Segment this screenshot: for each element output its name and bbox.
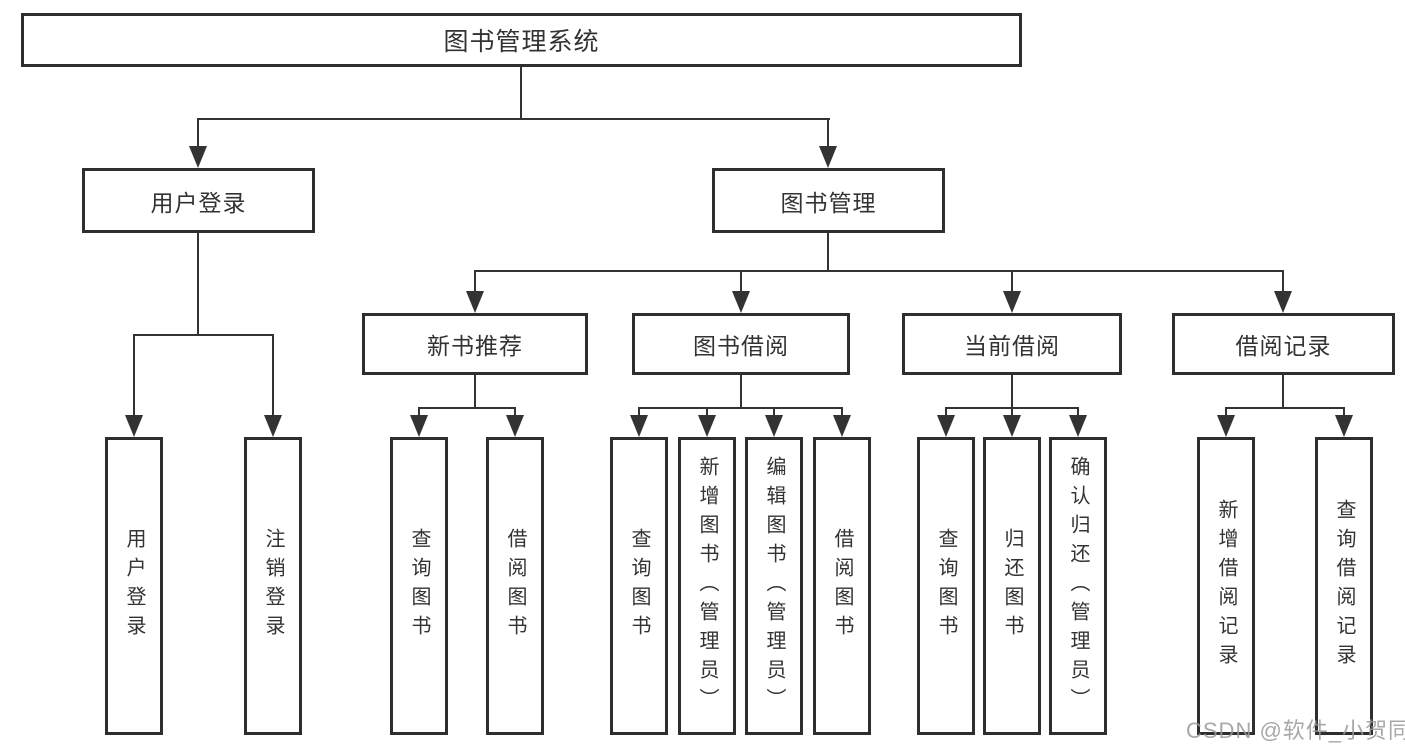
leaf-query-book-current: 查询图书 xyxy=(917,437,975,735)
leaf-logout: 注销登录 xyxy=(244,437,302,735)
node-user-login-branch: 用户登录 xyxy=(82,168,315,233)
arrowhead-icon xyxy=(264,415,282,437)
leaf-add-borrow-record: 新增借阅记录 xyxy=(1197,437,1255,735)
connector-line xyxy=(945,408,947,416)
connector-line xyxy=(418,408,420,416)
arrowhead-icon xyxy=(630,415,648,437)
arrowhead-icon xyxy=(466,291,484,313)
connector-line xyxy=(638,408,640,416)
connector-line xyxy=(1077,408,1079,416)
connector-line xyxy=(1011,408,1013,416)
node-current-borrow: 当前借阅 xyxy=(902,313,1122,375)
connector-line xyxy=(272,335,274,417)
arrowhead-icon xyxy=(937,415,955,437)
connector-line xyxy=(474,375,476,408)
arrowhead-icon xyxy=(732,291,750,313)
leaf-borrow-book: 借阅图书 xyxy=(813,437,871,735)
connector-line xyxy=(740,271,742,292)
arrowhead-icon xyxy=(833,415,851,437)
connector-line xyxy=(638,407,843,409)
connector-line xyxy=(1225,408,1227,416)
connector-line xyxy=(474,270,1284,272)
connector-line xyxy=(197,233,199,336)
connector-line xyxy=(133,334,274,336)
connector-line xyxy=(827,119,829,148)
watermark: CSDN @软件_小贺同学 xyxy=(1186,718,1405,743)
node-book-management: 图书管理 xyxy=(712,168,945,233)
connector-line xyxy=(1011,271,1013,292)
leaf-borrow-book-recommend: 借阅图书 xyxy=(486,437,544,735)
connector-line xyxy=(1282,375,1284,408)
leaf-user-login: 用户登录 xyxy=(105,437,163,735)
connector-line xyxy=(827,233,829,271)
arrowhead-icon xyxy=(410,415,428,437)
leaf-query-borrow-record: 查询借阅记录 xyxy=(1315,437,1373,735)
connector-line xyxy=(773,408,775,416)
leaf-query-book-recommend: 查询图书 xyxy=(390,437,448,735)
node-new-book-recommend: 新书推荐 xyxy=(362,313,588,375)
connector-line xyxy=(197,119,199,148)
node-book-borrow: 图书借阅 xyxy=(632,313,850,375)
connector-line xyxy=(740,375,742,408)
arrowhead-icon xyxy=(125,415,143,437)
arrowhead-icon xyxy=(819,146,837,168)
leaf-edit-book-admin: 编辑图书（管理员） xyxy=(745,437,803,735)
connector-line xyxy=(418,407,516,409)
connector-line xyxy=(514,408,516,416)
connector-line xyxy=(520,67,522,119)
arrowhead-icon xyxy=(765,415,783,437)
connector-line xyxy=(841,408,843,416)
arrowhead-icon xyxy=(1274,291,1292,313)
connector-line xyxy=(1343,408,1345,416)
connector-line xyxy=(1282,271,1284,292)
leaf-add-book-admin: 新增图书（管理员） xyxy=(678,437,736,735)
arrowhead-icon xyxy=(1335,415,1353,437)
arrowhead-icon xyxy=(1217,415,1235,437)
node-root: 图书管理系统 xyxy=(21,13,1022,67)
connector-line xyxy=(133,335,135,417)
arrowhead-icon xyxy=(1003,415,1021,437)
arrowhead-icon xyxy=(189,146,207,168)
arrowhead-icon xyxy=(506,415,524,437)
connector-line xyxy=(706,408,708,416)
connector-line xyxy=(474,271,476,292)
node-borrow-record: 借阅记录 xyxy=(1172,313,1395,375)
arrowhead-icon xyxy=(1069,415,1087,437)
arrowhead-icon xyxy=(1003,291,1021,313)
connector-line xyxy=(1011,375,1013,408)
connector-line xyxy=(1225,407,1345,409)
leaf-return-book: 归还图书 xyxy=(983,437,1041,735)
arrowhead-icon xyxy=(698,415,716,437)
leaf-confirm-return-admin: 确认归还（管理员） xyxy=(1049,437,1107,735)
leaf-query-book-borrow: 查询图书 xyxy=(610,437,668,735)
connector-line xyxy=(197,118,830,120)
